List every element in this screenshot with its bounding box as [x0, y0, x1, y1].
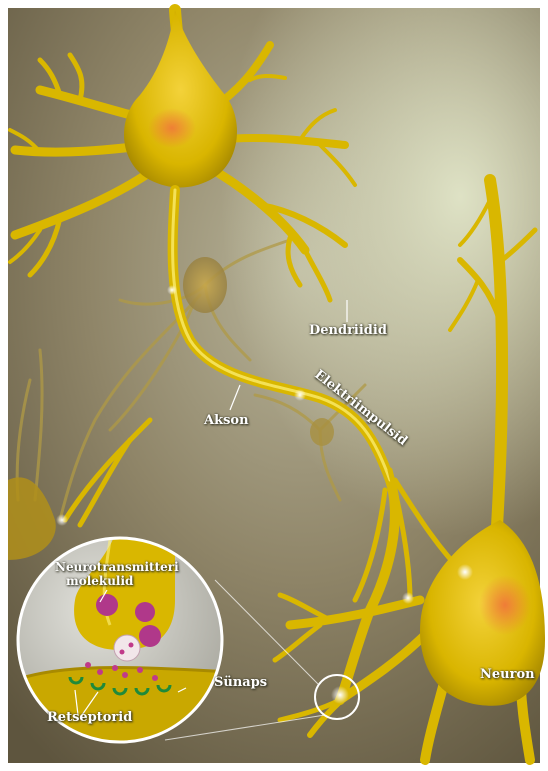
impulse-sparkle	[167, 285, 177, 295]
impulse-sparkle	[457, 564, 473, 580]
impulse-sparkle	[402, 592, 414, 604]
background-soma-small	[310, 418, 334, 446]
label-axon: Akson	[204, 414, 249, 428]
right-neuron-nucleus	[479, 575, 531, 635]
top-neuron-nucleus	[148, 108, 196, 148]
label-synapse: Sünaps	[214, 676, 267, 690]
label-receptors: Retseptorid	[47, 711, 132, 725]
label-neurotransmitters-line2: molekulid	[66, 574, 133, 588]
label-dendrites: Dendriidid	[309, 324, 387, 338]
label-neuron: Neuron	[480, 668, 535, 682]
impulse-sparkle	[331, 686, 349, 704]
background-soma	[183, 257, 227, 313]
impulse-sparkle	[56, 514, 68, 526]
impulse-sparkle	[294, 389, 306, 401]
label-neurotransmitters-line1: Neurotransmitteri	[55, 560, 179, 574]
